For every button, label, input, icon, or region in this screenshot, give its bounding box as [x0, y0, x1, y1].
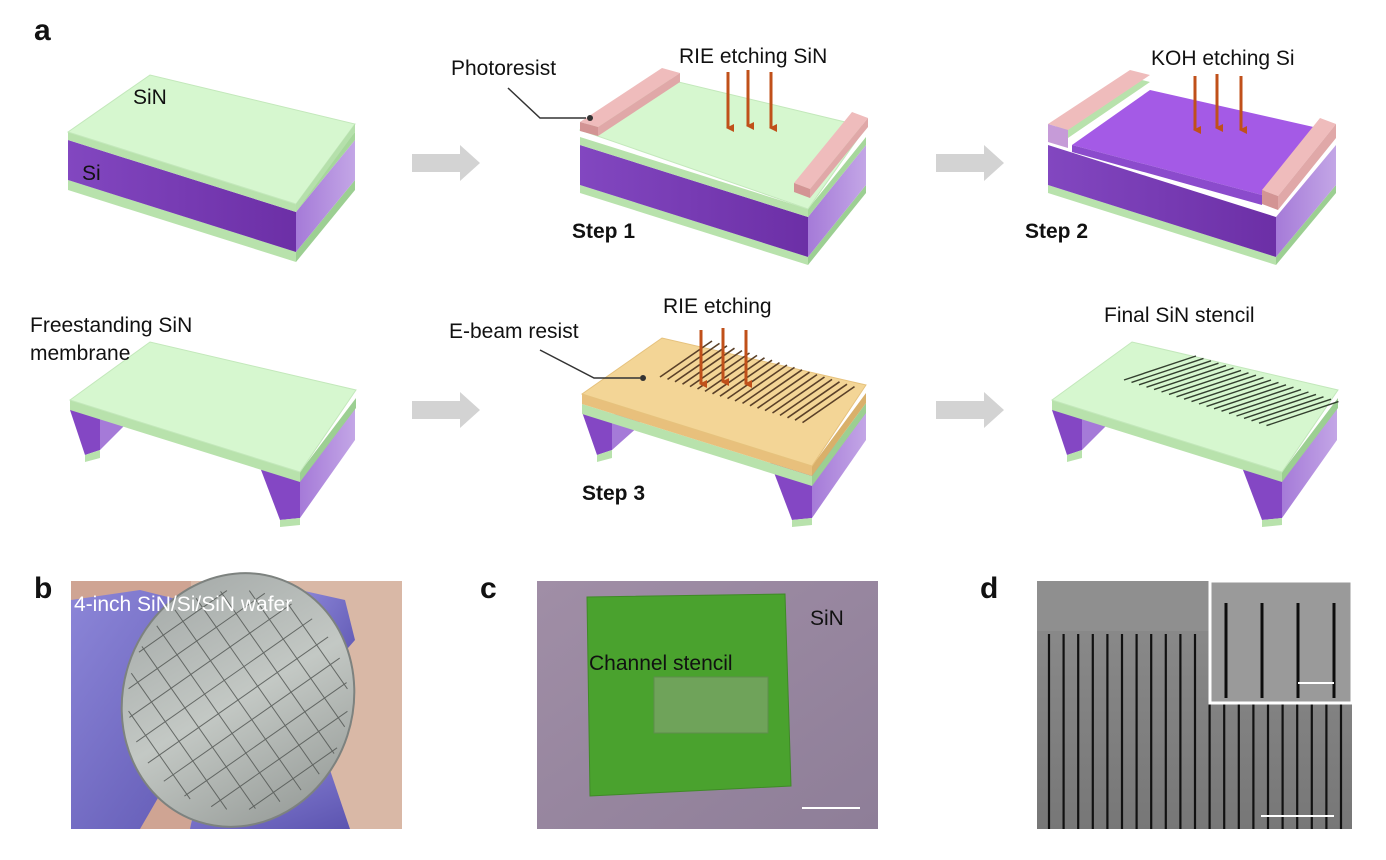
label-freestanding-sin-line2: membrane — [30, 342, 130, 365]
photoresist-leader-line — [507, 87, 586, 119]
wafer-die-line — [248, 590, 346, 728]
label-rie-etching-sin: RIE etching SiN — [679, 45, 827, 68]
wafer-caption: 4-inch SiN/Si/SiN wafer — [74, 593, 292, 616]
label-sin: SiN — [133, 86, 167, 109]
label-photoresist: Photoresist — [451, 57, 556, 80]
process-arrow-2 — [936, 145, 1004, 181]
stencil-slot — [1213, 384, 1287, 410]
wafer-die-line — [174, 609, 302, 791]
koh-etch-arrows — [1193, 74, 1247, 134]
pattern-line — [682, 347, 735, 385]
label-final-sin-stencil: Final SiN stencil — [1104, 304, 1255, 327]
stencil-slot — [1176, 372, 1249, 398]
label-channel-stencil: Channel stencil — [589, 652, 733, 675]
wafer-die-line — [285, 600, 348, 690]
label-si: Si — [82, 162, 101, 185]
pattern-line — [779, 378, 833, 417]
stencil-slot — [1243, 393, 1317, 420]
step2-label: Step 2 — [1025, 220, 1088, 243]
step3-label: Step 3 — [582, 482, 645, 505]
pattern-line — [794, 383, 848, 421]
pattern-line — [667, 342, 720, 381]
pattern-line — [734, 364, 788, 402]
rie-etch-arrows-step1 — [726, 70, 777, 132]
process-arrow-3 — [412, 392, 480, 428]
panel-label-d: d — [980, 572, 998, 605]
stencil-slot — [1266, 400, 1339, 427]
initial-wafer-block — [66, 74, 356, 262]
optical-micrograph — [537, 581, 878, 829]
ebeam-leader-line — [539, 349, 640, 379]
stencil-slot — [1131, 357, 1204, 384]
sem-image — [1037, 579, 1354, 829]
label-freestanding-sin-line1: Freestanding SiN — [30, 314, 192, 337]
process-arrow-1 — [412, 145, 480, 181]
wafer-die-line — [220, 591, 335, 754]
stencil-slot — [1161, 367, 1234, 393]
panel-label-a: a — [34, 14, 51, 47]
stencil-slot — [1236, 391, 1309, 417]
label-koh-etching-si: KOH etching Si — [1151, 47, 1295, 70]
step3-block — [580, 337, 867, 527]
pattern-line — [742, 366, 795, 405]
pattern-line — [704, 354, 758, 393]
stencil-slot — [1138, 360, 1212, 386]
step2-block — [1048, 70, 1336, 265]
pattern-line — [787, 381, 840, 419]
final-stencil-block — [1050, 341, 1339, 527]
pattern-line — [689, 349, 743, 388]
label-rie-etching: RIE etching — [663, 295, 772, 318]
pattern-line — [659, 340, 713, 378]
stencil-slot — [1221, 386, 1294, 412]
pattern-line — [757, 371, 810, 409]
stencil-slot — [1191, 376, 1264, 403]
stencil-slot — [1198, 379, 1272, 405]
stencil-slot — [1168, 369, 1242, 396]
pattern-line — [764, 373, 818, 412]
stencil-slot — [1146, 362, 1219, 388]
label-ebeam-resist: E-beam resist — [449, 320, 579, 343]
pattern-line — [772, 376, 825, 414]
wafer-die-line — [210, 710, 348, 808]
freestanding-membrane-block — [68, 341, 357, 527]
stencil-slot — [1153, 364, 1227, 391]
panel-label-c: c — [480, 572, 497, 605]
step1-label: Step 1 — [572, 220, 635, 243]
process-arrow-4 — [936, 392, 1004, 428]
pattern-line — [802, 385, 855, 424]
wafer-die-line — [184, 682, 347, 797]
wafer-photo — [71, 572, 402, 829]
stencil-slot — [1258, 398, 1332, 424]
pattern-line — [727, 361, 780, 400]
stencil-slot — [1123, 355, 1197, 381]
stencil-slot — [1228, 388, 1302, 415]
pattern-line — [712, 357, 765, 395]
panel-label-b: b — [34, 572, 52, 605]
step1-block — [578, 68, 868, 265]
stencil-slot — [1206, 381, 1279, 408]
stencil-slot-lines — [1123, 355, 1339, 427]
rie-etch-arrows-step3 — [699, 328, 752, 388]
stencil-slot — [1251, 396, 1324, 422]
label-sin-c: SiN — [810, 607, 844, 630]
wafer-die-line — [248, 747, 338, 810]
stencil-slot — [1183, 374, 1257, 400]
pattern-line — [749, 369, 803, 407]
